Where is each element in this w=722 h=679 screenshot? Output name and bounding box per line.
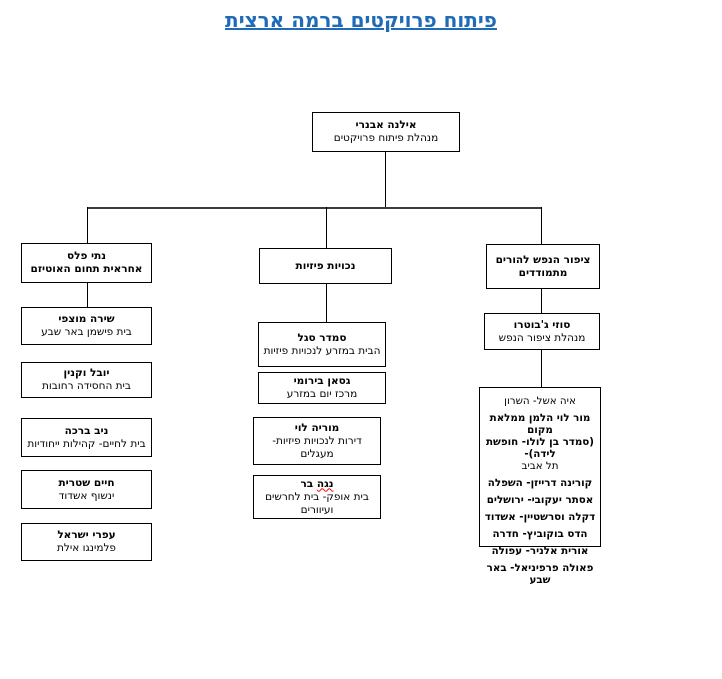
org-box-smadar-segal: סמדר סגל הבית במזרע לנכויות פיזיות xyxy=(258,322,386,367)
person-unit: פלמינגו אילת xyxy=(57,542,116,554)
person-unit: בית לחיים- קהילות ייחודיות xyxy=(27,437,146,450)
org-box-moria-levi: מוריה לוי דירות לנכויות פיזיות- מעגלים xyxy=(253,417,381,465)
person-name: נתי פלס xyxy=(66,250,107,262)
connector-tzipor-1 xyxy=(541,289,543,313)
person-name-rest: בר xyxy=(300,477,317,490)
coordinator-line: איה אשל- השרון xyxy=(504,395,576,407)
org-box-niv-bracha: ניב ברכה בית לחיים- קהילות ייחודיות xyxy=(21,418,152,457)
person-role: אחראית תחום האוטיזם xyxy=(30,263,143,275)
coordinator-line: (סמדר בן לולו- חופשת לידה)- xyxy=(485,436,594,460)
person-unit-line2: ועיוורים xyxy=(300,503,334,516)
person-unit: בית אופק- בית לחרשים xyxy=(265,490,369,503)
person-unit-line2: מעגלים xyxy=(300,447,334,460)
org-box-ofri-israel: עפרי ישראל פלמינגו אילת xyxy=(21,523,152,561)
org-box-branch-physical-header: נכויות פיזיות xyxy=(259,248,392,284)
coordinator-line: אסתר יעקובי- ירושלים xyxy=(486,494,594,506)
coordinator-line: קורינה דרייזן- השפלה xyxy=(487,477,593,489)
coordinator-line: הדס בוקוביץ- חדרה xyxy=(492,528,588,540)
connector-middle-drop xyxy=(326,207,328,248)
connector-root-drop xyxy=(385,152,387,207)
org-box-root: אילנה אבנרי מנהלת פיתוח פרויקטים xyxy=(312,112,460,152)
branch-title-line1: ציפור הנפש להורים xyxy=(495,253,591,266)
org-box-coordinators-list: איה אשל- השרון מור לוי הלמן ממלאת מקום (… xyxy=(479,387,601,586)
person-unit: מנהלת ציפור הנפש xyxy=(498,331,586,344)
person-name: עפרי ישראל xyxy=(57,529,116,541)
org-box-branch-autism-header: נתי פלס אחראית תחום האוטיזם xyxy=(21,243,152,283)
coordinator-line: מור לוי הלמן ממלאת מקום xyxy=(489,412,591,436)
person-name: סוזי ג'בוטרו xyxy=(513,318,571,331)
branch-title: נכויות פיזיות xyxy=(295,259,356,272)
person-name: סמדר סגל xyxy=(297,331,347,344)
org-box-branch-tzipor-header: ציפור הנפש להורים מתמודדים xyxy=(486,244,600,289)
person-name: אילנה אבנרי xyxy=(355,119,417,131)
person-name: מוריה לוי xyxy=(294,421,340,434)
org-box-shira-mutzafi: שירה מוצפי בית פישמן באר שבע xyxy=(21,307,152,345)
org-box-yuval-vaknin: יובל וקנין בית החסידה רחובות xyxy=(21,362,152,398)
person-unit: בית החסידה רחובות xyxy=(42,380,131,392)
branch-title-line2: מתמודדים xyxy=(518,266,568,279)
person-name: ניב ברכה xyxy=(64,424,109,437)
person-unit: בית פישמן באר שבע xyxy=(41,326,132,338)
page-title: פיתוח פרויקטים ברמה ארצית xyxy=(225,8,497,32)
coordinator-line: תל אביב xyxy=(521,460,559,472)
org-box-noga-bar: נגה בר בית אופק- בית לחרשים ועיוורים xyxy=(253,475,381,519)
person-unit: הבית במזרע לנכויות פיזיות xyxy=(263,344,381,357)
person-unit: דירות לנכויות פיזיות- xyxy=(272,434,362,447)
person-name: נגה בר xyxy=(300,478,333,491)
spellcheck-squiggle: נגה xyxy=(316,477,334,490)
coordinator-line: דקלה וסרשטיין- אשדוד xyxy=(484,511,596,523)
person-unit: מרכז יום במזרע xyxy=(286,388,358,400)
connector-tzipor-2 xyxy=(541,350,543,387)
coordinator-line: פאולה פרפיניאל- באר שבע xyxy=(486,562,594,586)
person-name: שירה מוצפי xyxy=(58,313,115,325)
person-unit: ינשוף אשדוד xyxy=(58,489,115,502)
org-box-suzi-jabutro: סוזי ג'בוטרו מנהלת ציפור הנפש xyxy=(484,313,600,350)
connector-horizontal xyxy=(87,207,541,209)
connector-left-drop xyxy=(87,207,89,243)
person-name: יובל וקנין xyxy=(63,367,110,379)
coordinator-line: אורית אלניר- עפולה xyxy=(491,545,589,557)
connector-autism xyxy=(87,283,89,307)
person-role: מנהלת פיתוח פרויקטים xyxy=(333,132,439,144)
org-box-haim-shitrit: חיים שטרית ינשוף אשדוד xyxy=(21,470,152,509)
person-name: גסאן בירומי xyxy=(293,375,351,387)
org-box-gassan-birumi: גסאן בירומי מרכז יום במזרע xyxy=(258,372,386,404)
connector-physical xyxy=(326,284,328,322)
connector-right-drop xyxy=(541,207,543,244)
person-name: חיים שטרית xyxy=(58,476,115,489)
